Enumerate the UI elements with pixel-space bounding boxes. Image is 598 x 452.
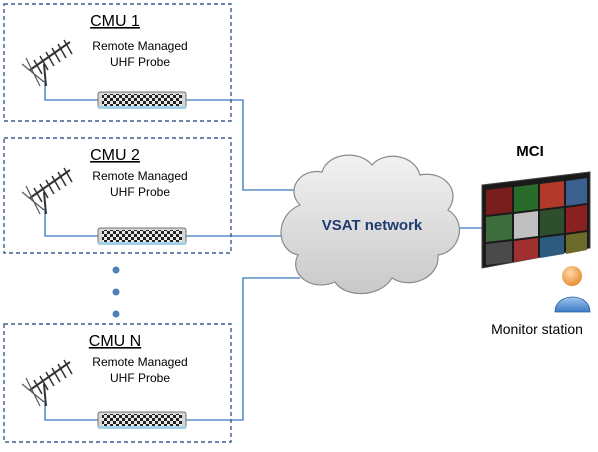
cmu-box-border — [3, 137, 232, 254]
ellipsis-dot — [112, 266, 120, 274]
uhf-probe-device-icon — [97, 91, 187, 110]
cmu-title: CMU N — [89, 333, 141, 350]
cloud-icon — [280, 154, 460, 295]
cmu-description-line2: UHF Probe — [110, 371, 170, 385]
link-cmuN-to-network — [186, 277, 300, 421]
mci-section: MCI Monitor station — [481, 143, 591, 337]
cmu-description-line1: Remote Managed — [92, 355, 187, 369]
uhf-antenna-icon — [21, 359, 73, 407]
link-cmu1-to-network — [186, 99, 305, 191]
cmu-description-line1: Remote Managed — [92, 169, 187, 183]
cmu-title: CMU 1 — [90, 13, 140, 30]
cmu-description-line2: UHF Probe — [110, 55, 170, 69]
uhf-probe-device-icon — [97, 411, 187, 430]
operator-person-icon — [554, 266, 591, 313]
cmu-box-1: CMU 1 Remote Managed UHF Probe — [3, 3, 232, 122]
link-cmuN — [44, 400, 100, 421]
uhf-antenna-icon — [21, 167, 73, 215]
cmu-description-line1: Remote Managed — [92, 39, 187, 53]
network-label: VSAT network — [322, 217, 423, 234]
link-cmu1 — [44, 80, 100, 101]
cmu-title: CMU 2 — [90, 147, 140, 164]
uhf-probe-device-icon — [97, 227, 187, 246]
video-wall-icon — [481, 171, 591, 269]
cmu-box-border — [3, 3, 232, 122]
monitor-station-label: Monitor station — [491, 321, 583, 337]
ellipsis-dot — [112, 288, 120, 296]
link-cmu2 — [44, 208, 100, 237]
cmu-box-n: CMU N Remote Managed UHF Probe — [3, 323, 232, 443]
vsat-network-cloud: VSAT network — [280, 154, 460, 295]
cmu-description-line2: UHF Probe — [110, 185, 170, 199]
cmu-box-2: CMU 2 Remote Managed UHF Probe — [3, 137, 232, 254]
ellipsis-dot — [112, 310, 120, 318]
cmu-box-border — [3, 323, 232, 443]
more-cmus-ellipsis — [112, 266, 120, 318]
connection-lines — [44, 80, 482, 421]
mci-title: MCI — [516, 143, 544, 160]
uhf-antenna-icon — [21, 39, 73, 87]
